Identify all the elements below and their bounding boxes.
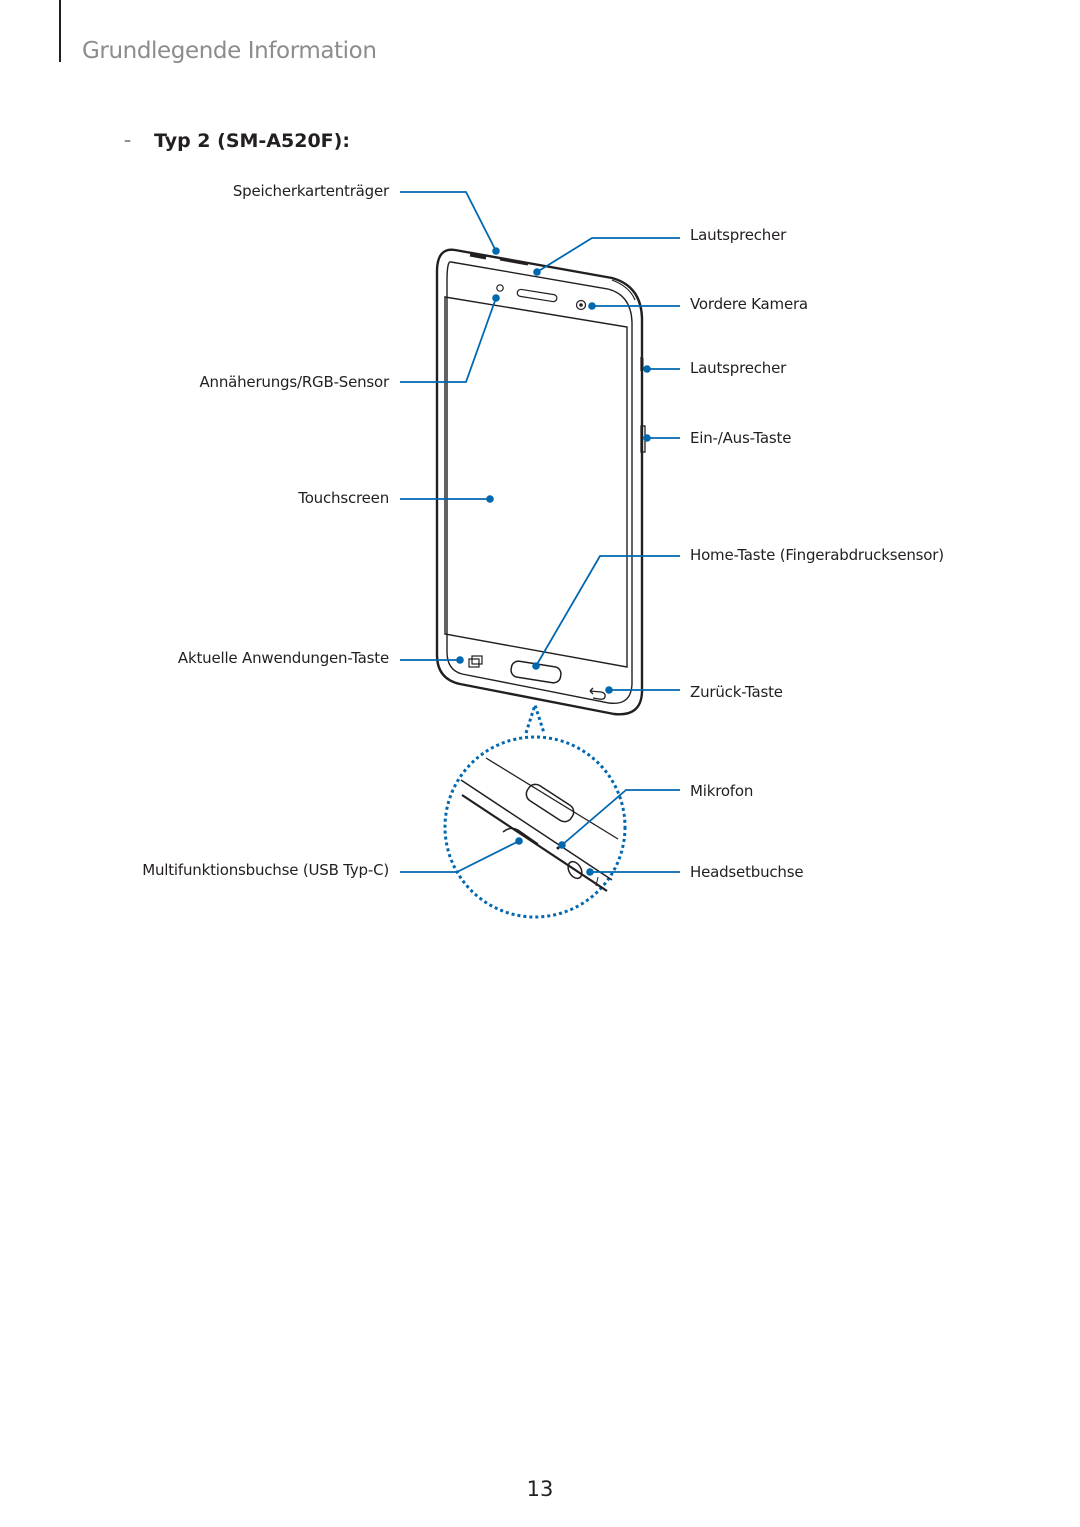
label-touchscreen: Touchscreen — [298, 489, 389, 507]
label-sd-card-tray: Speicherkartenträger — [232, 182, 389, 200]
dot-power-key — [643, 434, 651, 442]
bottom-zoom-view — [443, 700, 627, 919]
label-usb-port: Multifunktionsbuchse (USB Typ-C) — [142, 861, 389, 879]
label-power-key: Ein-/Aus-Taste — [690, 429, 792, 447]
dot-front-camera — [588, 302, 596, 310]
page-number: 13 — [526, 1477, 554, 1501]
label-recent-apps-key: Aktuelle Anwendungen-Taste — [177, 649, 389, 667]
label-back-key: Zurück-Taste — [690, 683, 783, 701]
phone-outline — [435, 248, 646, 716]
dot-speaker-top — [533, 268, 541, 276]
dot-sd-tray — [492, 247, 500, 255]
dot-speaker-side — [643, 365, 651, 373]
label-home-key: Home-Taste (Fingerabdrucksensor) — [690, 546, 944, 564]
dot-recent-apps — [456, 656, 464, 664]
label-headset-jack: Headsetbuchse — [690, 863, 804, 881]
dot-proximity-sensor — [492, 294, 500, 302]
callout-dots — [456, 247, 651, 876]
dot-headset-jack — [586, 868, 594, 876]
label-front-camera: Vordere Kamera — [690, 295, 808, 313]
dot-microphone — [558, 841, 566, 849]
label-speaker-side: Lautsprecher — [690, 359, 787, 377]
label-microphone: Mikrofon — [690, 782, 754, 800]
header-rule — [59, 0, 61, 62]
dot-back-key — [605, 686, 613, 694]
section-title: Typ 2 (SM-A520F): — [154, 130, 350, 152]
label-proximity-rgb-sensor: Annäherungs/RGB-Sensor — [199, 373, 389, 391]
chapter-title: Grundlegende Information — [82, 38, 377, 64]
dot-usb-port — [515, 837, 523, 845]
section-dash: – — [124, 133, 131, 149]
dot-home-key — [532, 662, 540, 670]
dot-touchscreen — [486, 495, 494, 503]
callout-lines — [400, 191, 680, 873]
label-speaker-top: Lautsprecher — [690, 226, 787, 244]
